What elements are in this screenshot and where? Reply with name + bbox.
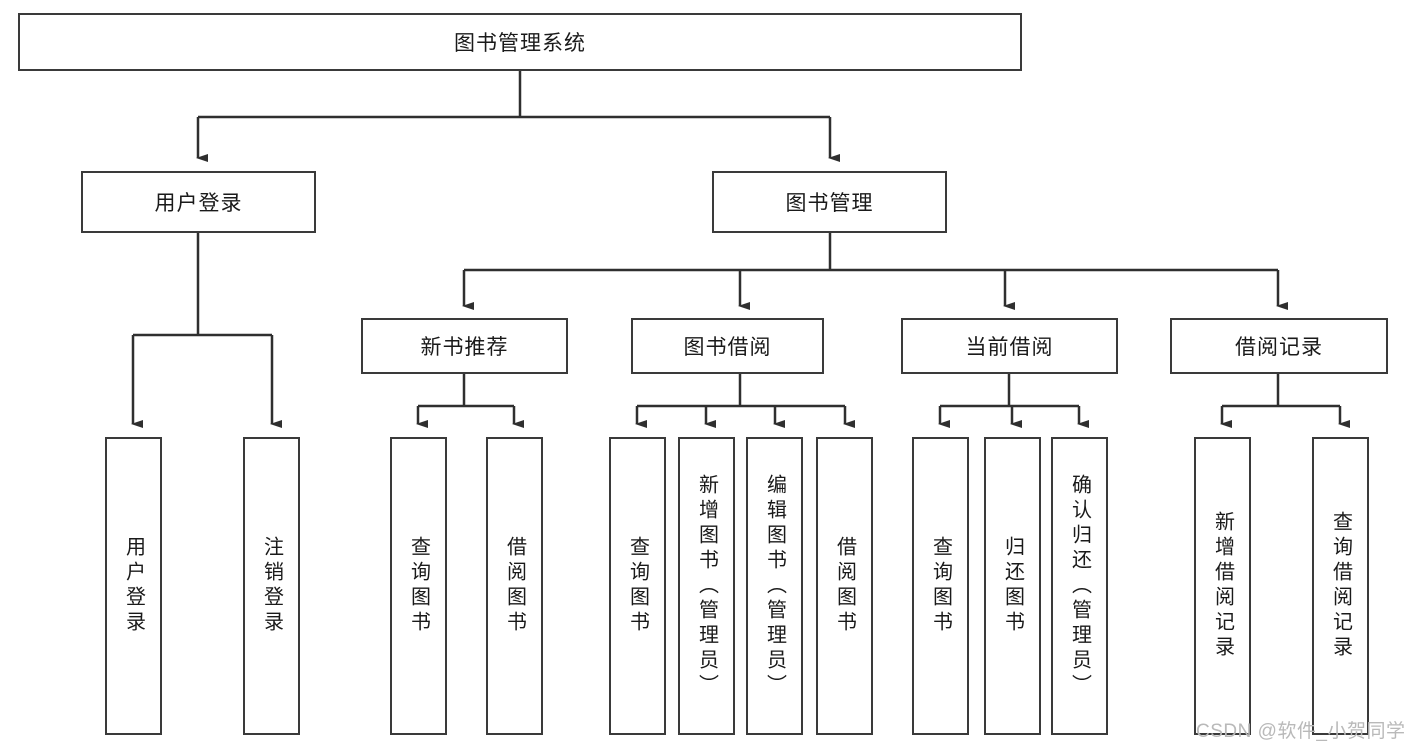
node-leaf-query-books-3[interactable]: 查询图书 (912, 437, 969, 735)
node-leaf-borrow-books-2[interactable]: 借阅图书 (816, 437, 873, 735)
node-user-login-label: 用户登录 (154, 192, 243, 215)
node-root-label: 图书管理系统 (454, 32, 586, 55)
node-leaf-return-books-label: 归还图书 (1001, 536, 1024, 636)
node-new-book-recommend[interactable]: 新书推荐 (361, 318, 568, 374)
node-leaf-add-borrow-record-label: 新增借阅记录 (1211, 511, 1234, 661)
node-leaf-add-book-admin[interactable]: 新增图书（管理员） (678, 437, 735, 735)
node-book-management-label: 图书管理 (785, 192, 874, 215)
node-leaf-query-books-1-label: 查询图书 (407, 536, 430, 636)
node-book-borrow[interactable]: 图书借阅 (631, 318, 824, 374)
node-leaf-logout-label: 注销登录 (260, 536, 283, 636)
node-leaf-borrow-books-1-label: 借阅图书 (503, 536, 526, 636)
node-current-borrow-label: 当前借阅 (965, 336, 1054, 359)
csdn-watermark: CSDN @软件_小贺同学 (1196, 721, 1405, 742)
node-leaf-confirm-return-admin[interactable]: 确认归还（管理员） (1051, 437, 1108, 735)
node-leaf-user-login[interactable]: 用户登录 (105, 437, 162, 735)
node-leaf-query-books-3-label: 查询图书 (929, 536, 952, 636)
node-leaf-edit-book-admin-label: 编辑图书（管理员） (763, 473, 786, 699)
node-leaf-add-book-admin-label: 新增图书（管理员） (695, 473, 718, 699)
node-leaf-query-borrow-record[interactable]: 查询借阅记录 (1312, 437, 1369, 735)
node-leaf-add-borrow-record[interactable]: 新增借阅记录 (1194, 437, 1251, 735)
node-borrow-record[interactable]: 借阅记录 (1170, 318, 1388, 374)
node-leaf-user-login-label: 用户登录 (122, 536, 145, 636)
node-leaf-return-books[interactable]: 归还图书 (984, 437, 1041, 735)
node-leaf-borrow-books-1[interactable]: 借阅图书 (486, 437, 543, 735)
node-leaf-confirm-return-admin-label: 确认归还（管理员） (1068, 473, 1091, 699)
node-leaf-query-books-1[interactable]: 查询图书 (390, 437, 447, 735)
node-current-borrow[interactable]: 当前借阅 (901, 318, 1118, 374)
node-leaf-logout[interactable]: 注销登录 (243, 437, 300, 735)
node-user-login[interactable]: 用户登录 (81, 171, 316, 233)
node-leaf-query-books-2-label: 查询图书 (626, 536, 649, 636)
node-leaf-query-books-2[interactable]: 查询图书 (609, 437, 666, 735)
node-leaf-query-borrow-record-label: 查询借阅记录 (1329, 511, 1352, 661)
node-new-book-recommend-label: 新书推荐 (420, 336, 509, 359)
node-borrow-record-label: 借阅记录 (1235, 336, 1323, 359)
node-root[interactable]: 图书管理系统 (18, 13, 1022, 71)
node-book-management[interactable]: 图书管理 (712, 171, 947, 233)
node-leaf-borrow-books-2-label: 借阅图书 (833, 536, 856, 636)
node-leaf-edit-book-admin[interactable]: 编辑图书（管理员） (746, 437, 803, 735)
node-book-borrow-label: 图书借阅 (683, 336, 772, 359)
